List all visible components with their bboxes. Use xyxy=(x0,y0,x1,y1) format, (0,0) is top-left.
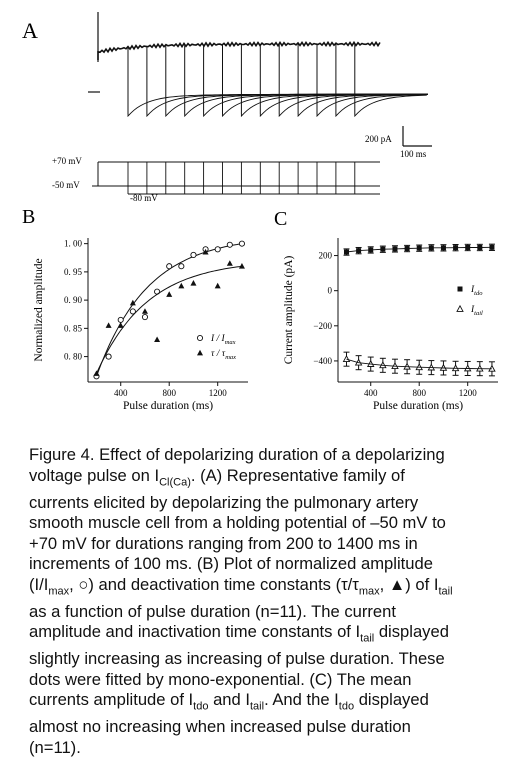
data-point-circle xyxy=(166,263,173,270)
data-point-triangle xyxy=(190,279,197,286)
y-tick-label: 0 xyxy=(328,286,333,296)
current-trace-family xyxy=(88,12,429,118)
data-point-circle xyxy=(129,308,136,315)
figure-caption: Figure 4. Effect of depolarizing duratio… xyxy=(29,445,523,759)
outward-current xyxy=(97,40,381,60)
data-point-triangle xyxy=(226,260,233,266)
caption-line: increments of 100 ms. (B) Plot of normal… xyxy=(29,554,433,574)
data-point-triangle xyxy=(214,282,221,289)
tail-current xyxy=(259,93,426,118)
caption-line: currents amplitude of Itdo and Itail. An… xyxy=(29,690,429,713)
protocol-high-label: +70 mV xyxy=(52,156,82,166)
x-tick-label: 400 xyxy=(364,388,378,398)
figure-graphic: A 200 pA 100 ms +70 mV -50 mV -80 mV B 4… xyxy=(22,12,498,412)
tail-current xyxy=(240,93,428,118)
tail-current xyxy=(127,93,428,118)
caption-line: smooth muscle cell from a holding potent… xyxy=(29,513,446,533)
data-point-triangle-open xyxy=(342,355,351,363)
caption-line: dots were fitted by mono-exponential. (C… xyxy=(29,669,412,689)
data-point-circle xyxy=(117,316,124,323)
data-point-triangle xyxy=(166,291,173,297)
data-point-triangle xyxy=(105,322,112,328)
caption-line: almost no increasing when increased puls… xyxy=(29,717,411,737)
legend-label: Itail xyxy=(470,305,483,317)
data-point-circle xyxy=(196,334,204,342)
legend-label: I / Imax xyxy=(210,334,236,346)
x-tick-label: 800 xyxy=(162,388,176,398)
fit-curve xyxy=(96,265,242,374)
x-axis-label: Pulse duration (ms) xyxy=(123,400,213,412)
y-tick-label: 1. 00 xyxy=(64,239,83,249)
data-point-circle xyxy=(238,240,245,247)
y-tick-label: 200 xyxy=(319,251,333,261)
x-axis-label: Pulse duration (ms) xyxy=(373,400,463,412)
tail-current xyxy=(335,94,426,118)
data-point-triangle xyxy=(238,263,245,269)
data-point-circle xyxy=(105,353,112,360)
tail-current xyxy=(184,93,428,118)
x-tick-label: 800 xyxy=(412,388,426,398)
data-point-circle xyxy=(214,246,221,253)
y-tick-label: 0. 90 xyxy=(64,295,83,305)
data-point-circle xyxy=(226,241,233,248)
tail-current xyxy=(354,94,427,118)
y-axis-label: Current amplitude (pA) xyxy=(283,256,295,365)
data-point-triangle xyxy=(197,349,203,356)
data-point-circle xyxy=(190,251,197,258)
legend-label: Itdo xyxy=(470,285,483,297)
y-tick-label: 0. 95 xyxy=(64,267,83,277)
caption-line: (I/Imax, ○) and deactivation time consta… xyxy=(29,574,453,598)
voltage-protocol: +70 mV -50 mV -80 mV xyxy=(52,156,380,203)
x-tick-label: 1200 xyxy=(209,388,228,398)
data-point-triangle xyxy=(202,248,209,255)
data-point-square xyxy=(489,244,495,250)
caption-line: amplitude and inactivation time constant… xyxy=(29,622,449,645)
data-point-triangle-open xyxy=(456,304,464,312)
data-point-circle xyxy=(141,314,149,321)
data-point-square xyxy=(343,249,349,255)
svg-text:C: C xyxy=(274,208,287,230)
y-tick-label: 0. 80 xyxy=(64,352,83,362)
tail-current xyxy=(146,93,426,118)
tail-current xyxy=(165,93,427,118)
data-point-triangle xyxy=(154,336,161,343)
x-tick-label: 400 xyxy=(114,388,128,398)
series-line xyxy=(346,246,492,253)
caption-line: slightly increasing as increasing of pul… xyxy=(29,649,445,669)
protocol-hold-label: -50 mV xyxy=(52,180,80,190)
data-point-triangle xyxy=(178,282,185,289)
y-tick-label: −400 xyxy=(313,356,332,366)
y-tick-label: 0. 85 xyxy=(64,323,83,333)
scale-current-label: 200 pA xyxy=(365,134,392,144)
series-line xyxy=(346,358,492,370)
y-tick-label: −200 xyxy=(313,321,332,331)
caption-line: currents elicited by depolarizing the pu… xyxy=(29,492,419,512)
panel-a-label: A xyxy=(22,18,38,43)
svg-text:B: B xyxy=(22,206,35,228)
y-axis-label: Normalized amplitude xyxy=(33,258,45,361)
data-point-square xyxy=(457,286,463,292)
data-point-triangle xyxy=(93,370,100,376)
scale-time-label: 100 ms xyxy=(400,149,427,159)
legend-label: τ / τmax xyxy=(211,349,236,361)
caption-line: (n=11). xyxy=(29,737,81,757)
data-point-triangle xyxy=(129,299,136,306)
caption-line: as a function of pulse duration (n=11). … xyxy=(29,601,396,621)
data-point-triangle xyxy=(117,322,124,328)
caption-line: voltage pulse on ICl(Ca). (A) Representa… xyxy=(29,465,405,488)
data-point-triangle xyxy=(141,308,148,314)
scale-bar: 200 pA 100 ms xyxy=(365,126,432,159)
caption-line: Figure 4. Effect of depolarizing duratio… xyxy=(29,445,445,464)
x-tick-label: 1200 xyxy=(459,388,478,398)
protocol-step-label: -80 mV xyxy=(130,193,158,203)
data-point-circle xyxy=(178,263,185,270)
protocol-lines xyxy=(92,161,380,195)
panel-a-current-traces: A 200 pA 100 ms +70 mV -50 mV -80 mV xyxy=(22,12,432,203)
caption-line: +70 mV for durations ranging from 200 to… xyxy=(29,533,418,553)
panel-b-chart: B 400 800 1200 0. 80 0. 85 0. 90 0. 95 1. 00 Pul… xyxy=(22,206,248,412)
